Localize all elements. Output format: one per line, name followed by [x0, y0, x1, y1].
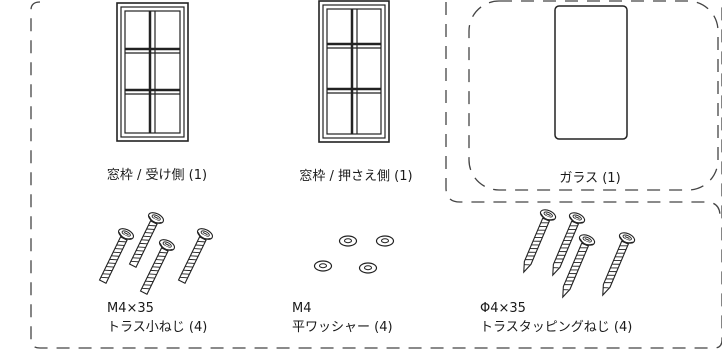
- screw-spec-label: M4×35: [107, 301, 154, 316]
- truss-screws-illustration: [95, 209, 215, 297]
- screw-name-label: トラス小ねじ (4): [107, 320, 208, 335]
- frame-pressing-label: 窓枠 / 押さえ側 (1): [299, 169, 413, 184]
- frame-receiving-label: 窓枠 / 受け側 (1): [106, 168, 208, 183]
- tapping-screw-spec-label: Φ4×35: [480, 301, 526, 316]
- window-frame-pressing-illustration: [318, 0, 390, 143]
- flat-washers-illustration: [313, 235, 395, 274]
- glass-separator-line: [445, 2, 721, 217]
- outer-dashed-border: [30, 1, 722, 349]
- washer-spec-label: M4: [292, 301, 312, 316]
- glass-dashed-box: [468, 0, 719, 191]
- window-frame-receiving-illustration: [116, 2, 189, 142]
- washer-name-label: 平ワッシャー (4): [292, 320, 393, 335]
- glass-label: ガラス (1): [559, 171, 621, 186]
- tapping-screw-name-label: トラスタッピングねじ (4): [480, 320, 633, 335]
- tapping-screws-illustration: [515, 207, 637, 301]
- glass-pane-illustration: [554, 5, 628, 140]
